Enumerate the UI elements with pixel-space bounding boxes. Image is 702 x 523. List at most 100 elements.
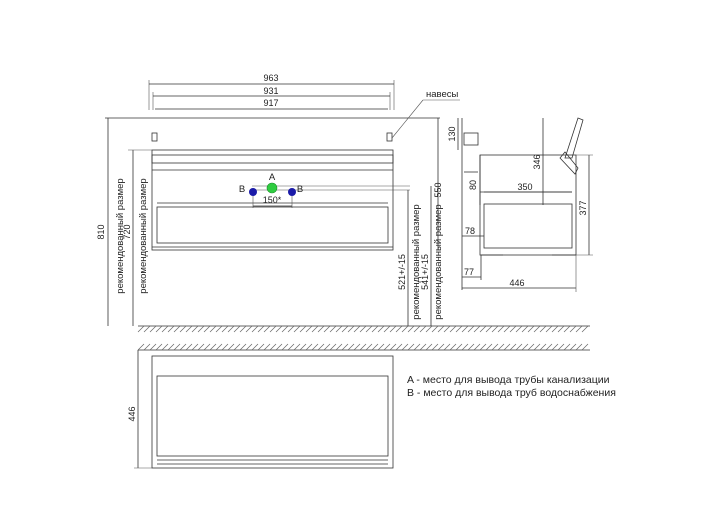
hatch-line	[485, 343, 493, 351]
hatch-line	[179, 325, 187, 333]
hatch-line	[527, 325, 535, 333]
plan-cabinet-outline	[151, 355, 394, 469]
point-b-right-label: B	[297, 184, 303, 195]
hatch-line	[323, 325, 331, 333]
dim-446-side-text: 446	[509, 278, 524, 288]
hatch-line	[245, 325, 253, 333]
dim-80-text: 80	[468, 180, 478, 190]
hatch-line	[167, 325, 175, 333]
hatch-line	[185, 325, 193, 333]
dimension-77: 77	[462, 254, 576, 280]
hatch-line	[227, 325, 235, 333]
hatch-line	[221, 325, 229, 333]
hatch-line	[563, 343, 571, 351]
dim-377-text: 377	[578, 200, 588, 215]
dimension-78: 78	[462, 226, 484, 237]
hatch-line	[221, 343, 229, 351]
rec-size-521-text: рекомендованный размер	[411, 204, 422, 319]
hatch-line	[341, 343, 349, 351]
hatch-line	[485, 325, 493, 333]
hatch-line	[365, 325, 373, 333]
hinge-right	[386, 132, 393, 142]
hatch-line	[353, 325, 361, 333]
hatch-line	[149, 343, 157, 351]
hatch-line	[251, 343, 259, 351]
dim-350-text: 350	[517, 182, 532, 192]
hatch-line	[473, 325, 481, 333]
hatch-line	[311, 325, 319, 333]
hatch-line	[287, 325, 295, 333]
dim-130-text: 130	[447, 126, 457, 141]
hatch-line	[323, 343, 331, 351]
hatch-line	[275, 325, 283, 333]
dimension-931: 931	[152, 86, 391, 110]
hatch-line	[329, 325, 337, 333]
dim-346-text: 346	[532, 154, 542, 169]
hatch-line	[431, 343, 439, 351]
hatch-line	[239, 325, 247, 333]
hatch-line	[197, 325, 205, 333]
hatch-line	[143, 325, 151, 333]
point-b-left-label: B	[239, 184, 245, 195]
dim-77-text: 77	[464, 267, 474, 277]
hatch-line	[401, 325, 409, 333]
hatch-line	[419, 325, 427, 333]
dim-810-text: 810	[96, 224, 106, 239]
point-a-label: A	[269, 172, 276, 183]
side-cabinet-outline	[479, 154, 577, 256]
hatch-line	[269, 325, 277, 333]
hatch-line	[581, 343, 589, 351]
hatch-line	[209, 343, 217, 351]
hatch-line	[521, 325, 529, 333]
hatch-line	[269, 343, 277, 351]
hatch-line	[227, 343, 235, 351]
dimension-963: 963	[148, 73, 395, 110]
hatch-line	[443, 325, 451, 333]
dim-446-plan-text: 446	[127, 406, 137, 421]
hatch-line	[257, 325, 265, 333]
hatch-line	[149, 325, 157, 333]
dim-521-text: 521+/-15	[397, 254, 407, 290]
hatch-line	[341, 325, 349, 333]
hatch-line	[299, 343, 307, 351]
hatch-line	[479, 325, 487, 333]
legend-b: B - место для вывода труб водоснабжения	[407, 387, 616, 399]
hatch-line	[233, 343, 241, 351]
hatch-line	[359, 343, 367, 351]
hatch-line	[401, 343, 409, 351]
dimension-541: 541+/-15 рекомендованный размер	[420, 186, 444, 326]
hatch-line	[407, 325, 415, 333]
hatch-line	[191, 343, 199, 351]
dim-550-text: 550	[433, 182, 443, 197]
drawer-front	[156, 206, 389, 244]
hatch-line	[167, 343, 175, 351]
hatch-line	[191, 325, 199, 333]
hatch-line	[413, 343, 421, 351]
hatch-line	[239, 343, 247, 351]
dimension-917: 917	[155, 98, 388, 110]
hatch-line	[395, 343, 403, 351]
hatch-line	[455, 343, 463, 351]
hatch-line	[287, 343, 295, 351]
hatch-line	[479, 343, 487, 351]
legend-a: A - место для вывода трубы канализации	[407, 374, 610, 386]
hatch-line	[281, 343, 289, 351]
hatch-line	[425, 325, 433, 333]
hatch-line	[299, 325, 307, 333]
hatch-line	[437, 325, 445, 333]
hatch-line	[245, 343, 253, 351]
hatch-line	[161, 343, 169, 351]
hatch-line	[425, 343, 433, 351]
dim-917-text: 917	[263, 98, 278, 108]
hatch-line	[203, 343, 211, 351]
hatch-line	[179, 343, 187, 351]
hatch-line	[317, 343, 325, 351]
hatch-line	[317, 325, 325, 333]
legend: A - место для вывода трубы канализации B…	[407, 374, 616, 399]
hatch-line	[509, 343, 517, 351]
hatch-line	[491, 343, 499, 351]
hatch-line	[437, 343, 445, 351]
hatch-line	[431, 325, 439, 333]
side-view: 130 80 346 350 377 78	[447, 117, 593, 292]
hatch-line	[257, 343, 265, 351]
